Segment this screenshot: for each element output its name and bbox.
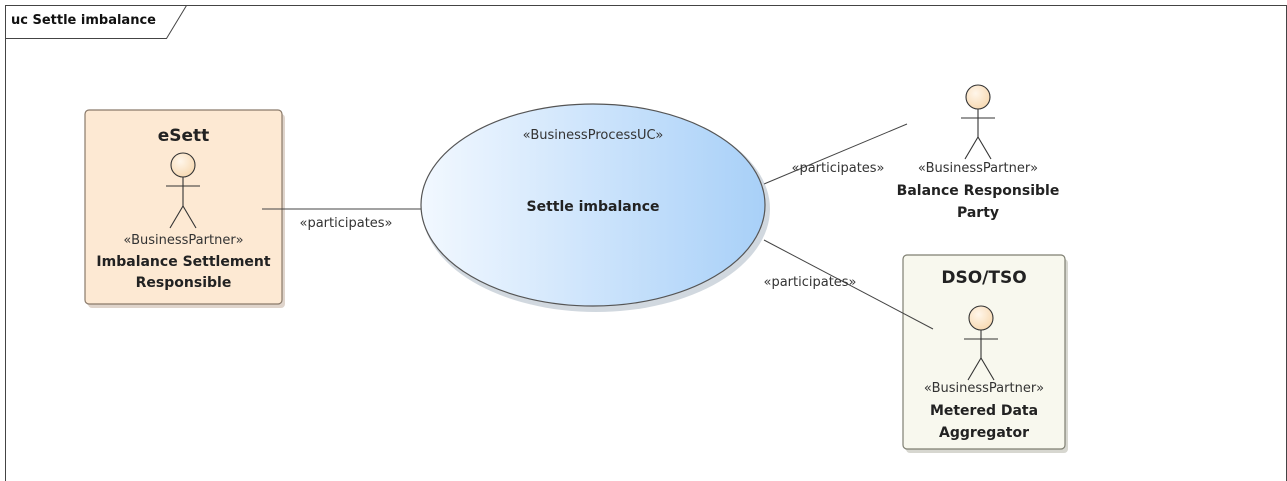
brp-actor-name-line1: Balance Responsible <box>896 183 1060 199</box>
actor-figure-esett[interactable] <box>166 152 200 229</box>
use-case-ellipse[interactable] <box>420 103 770 312</box>
esett-actor-stereotype: «BusinessPartner» <box>123 233 244 248</box>
mda-actor-name-line2: Aggregator <box>939 425 1029 441</box>
esett-box-title: eSett <box>157 126 210 146</box>
esett-actor-name-line1: Imbalance Settlement <box>96 254 271 270</box>
frame-title: uc Settle imbalance <box>11 13 156 28</box>
mda-actor-name-line1: Metered Data <box>929 403 1039 419</box>
use-case-stereotype: «BusinessProcessUC» <box>522 128 664 143</box>
association-line-brp[interactable] <box>763 123 908 185</box>
mda-actor-stereotype: «BusinessPartner» <box>923 381 1045 396</box>
actor-figure-brp[interactable] <box>961 84 995 160</box>
association-label-brp: «participates» <box>791 161 885 176</box>
use-case-name: Settle imbalance <box>526 199 660 215</box>
actor-figure-mda[interactable] <box>964 305 998 381</box>
association-label-esett: «participates» <box>299 216 393 231</box>
brp-actor-name-line2: Party <box>956 205 1000 221</box>
association-line-mda[interactable] <box>763 239 934 330</box>
esett-actor-name-line2: Responsible <box>135 275 232 291</box>
brp-actor-stereotype: «BusinessPartner» <box>917 161 1039 176</box>
dso-tso-box-title: DSO/TSO <box>941 268 1027 288</box>
dso-tso-box[interactable] <box>902 254 1068 453</box>
association-label-mda: «participates» <box>763 275 857 290</box>
